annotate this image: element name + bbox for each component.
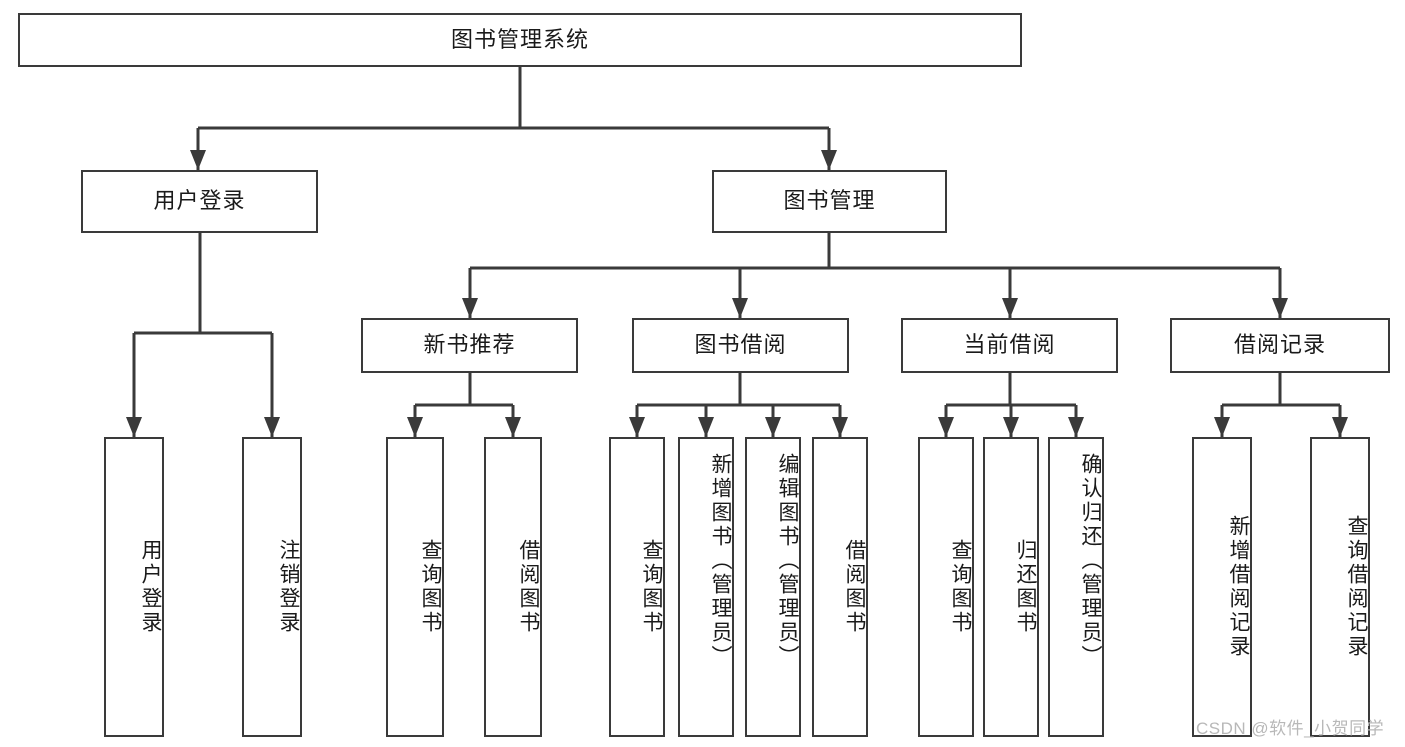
leaf-query-book-current[interactable]: 查询图书 xyxy=(918,437,974,737)
node-book-management-label: 图书管理 xyxy=(783,188,876,214)
node-user-login[interactable]: 用户登录 xyxy=(81,170,318,233)
leaf-add-borrow-record-label: 新增借阅记录 xyxy=(1227,515,1250,659)
node-new-book-recommend-label: 新书推荐 xyxy=(423,332,516,358)
leaf-user-login[interactable]: 用户登录 xyxy=(104,437,164,737)
node-current-borrow[interactable]: 当前借阅 xyxy=(901,318,1118,373)
leaf-edit-book-admin[interactable]: 编辑图书（管理员） xyxy=(745,437,801,737)
leaf-borrow-book[interactable]: 借阅图书 xyxy=(812,437,868,737)
leaf-user-login-label: 用户登录 xyxy=(139,539,162,635)
leaf-logout-label: 注销登录 xyxy=(277,539,300,635)
leaf-add-book-admin[interactable]: 新增图书（管理员） xyxy=(678,437,734,737)
node-borrow-record[interactable]: 借阅记录 xyxy=(1170,318,1390,373)
leaf-query-book-current-label: 查询图书 xyxy=(949,539,972,635)
leaf-query-book-borrow-label: 查询图书 xyxy=(640,539,663,635)
leaf-add-borrow-record[interactable]: 新增借阅记录 xyxy=(1192,437,1252,737)
node-book-management[interactable]: 图书管理 xyxy=(712,170,947,233)
leaf-borrow-book-recommend-label: 借阅图书 xyxy=(517,539,540,635)
leaf-query-book-recommend[interactable]: 查询图书 xyxy=(386,437,444,737)
leaf-query-borrow-record-label: 查询借阅记录 xyxy=(1345,515,1368,659)
node-borrow-record-label: 借阅记录 xyxy=(1233,332,1326,358)
leaf-logout[interactable]: 注销登录 xyxy=(242,437,302,737)
leaf-return-book[interactable]: 归还图书 xyxy=(983,437,1039,737)
node-new-book-recommend[interactable]: 新书推荐 xyxy=(361,318,578,373)
leaf-confirm-return-admin-label: 确认归还（管理员） xyxy=(1079,453,1102,669)
watermark: CSDN @软件_小贺同学 xyxy=(1196,719,1385,738)
leaf-borrow-book-label: 借阅图书 xyxy=(843,539,866,635)
leaf-add-book-admin-label: 新增图书（管理员） xyxy=(709,453,732,669)
node-root[interactable]: 图书管理系统 xyxy=(18,13,1022,67)
leaf-return-book-label: 归还图书 xyxy=(1014,539,1037,635)
node-current-borrow-label: 当前借阅 xyxy=(963,332,1056,358)
leaf-query-borrow-record[interactable]: 查询借阅记录 xyxy=(1310,437,1370,737)
node-book-borrow-label: 图书借阅 xyxy=(694,332,787,358)
node-book-borrow[interactable]: 图书借阅 xyxy=(632,318,849,373)
leaf-borrow-book-recommend[interactable]: 借阅图书 xyxy=(484,437,542,737)
leaf-query-book-borrow[interactable]: 查询图书 xyxy=(609,437,665,737)
leaf-query-book-recommend-label: 查询图书 xyxy=(419,539,442,635)
node-user-login-label: 用户登录 xyxy=(153,188,246,214)
leaf-edit-book-admin-label: 编辑图书（管理员） xyxy=(776,453,799,669)
leaf-confirm-return-admin[interactable]: 确认归还（管理员） xyxy=(1048,437,1104,737)
node-root-label: 图书管理系统 xyxy=(450,26,589,52)
